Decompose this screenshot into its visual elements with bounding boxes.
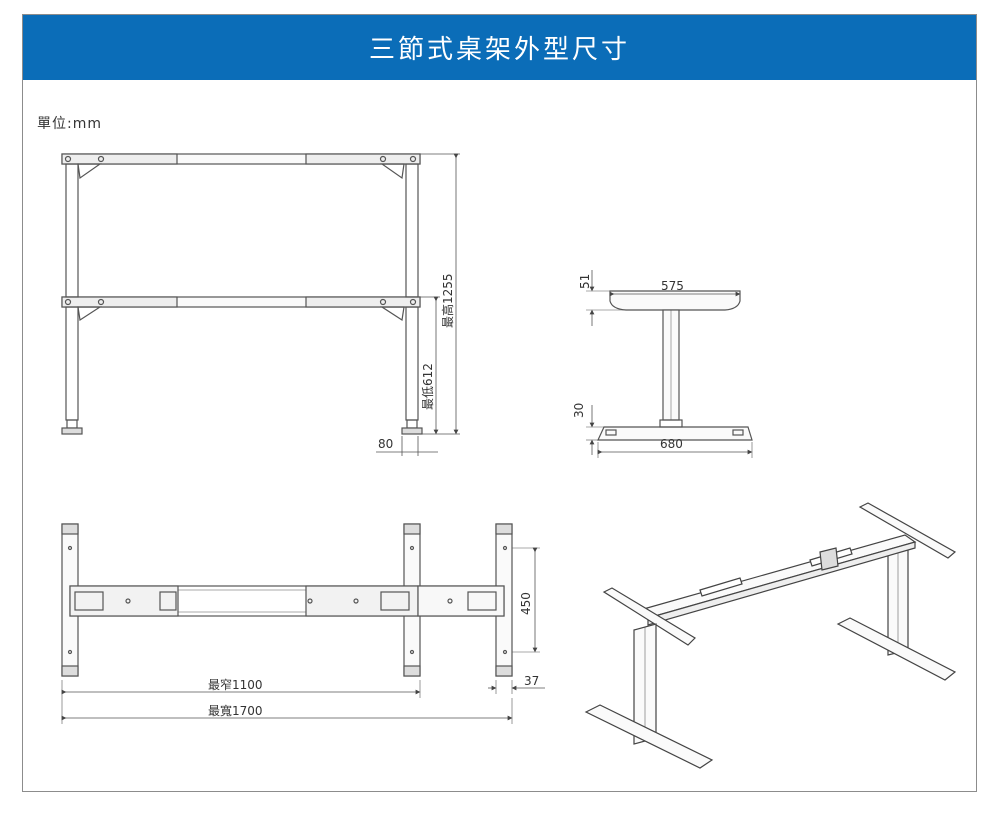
dim-side-gap: 37	[524, 674, 539, 688]
title-bar: 三節式桌架外型尺寸	[23, 15, 976, 80]
dim-foot-thickness: 30	[572, 403, 586, 418]
unit-label: 單位:mm	[37, 116, 102, 132]
dim-top-width: 575	[661, 279, 684, 293]
dim-top-thickness: 51	[578, 274, 592, 289]
dim-max-height: 最高1255	[440, 273, 455, 328]
side-view	[586, 270, 753, 458]
dim-min-width: 最窄1100	[208, 677, 263, 692]
dim-rail-span: 450	[519, 592, 533, 615]
dim-max-width: 最寬1700	[208, 703, 263, 718]
dim-foot-offset: 80	[378, 437, 393, 451]
top-view	[61, 523, 545, 724]
isometric-view	[584, 502, 957, 769]
front-view	[61, 153, 460, 456]
page-title: 三節式桌架外型尺寸	[368, 35, 630, 65]
dim-min-height: 最低612	[421, 363, 435, 410]
dim-foot-length: 680	[660, 437, 683, 451]
